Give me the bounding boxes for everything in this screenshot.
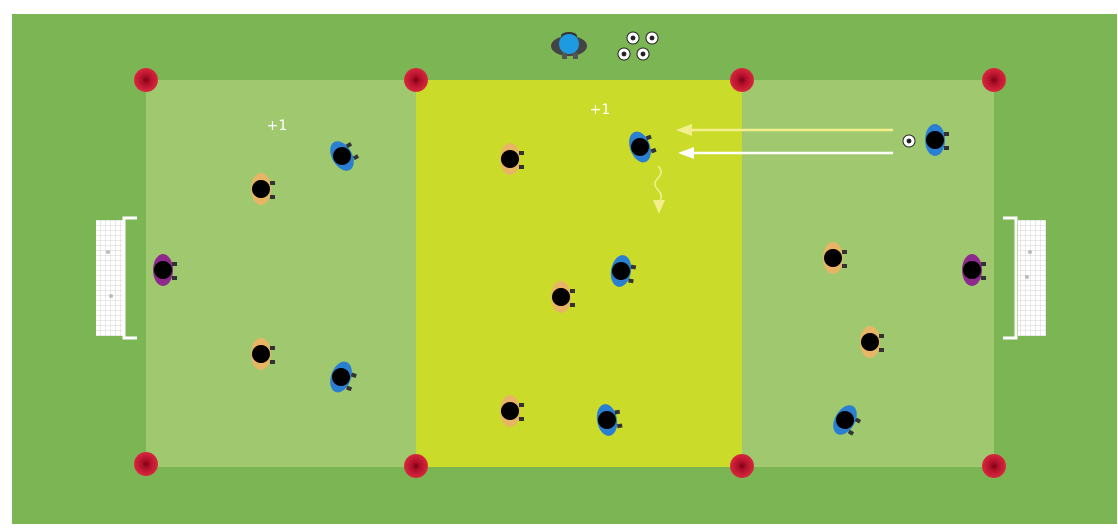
right-zone [742, 80, 994, 467]
cone-icon [404, 68, 428, 92]
middle-zone [416, 80, 742, 467]
left-zone-label: +1 [267, 118, 288, 134]
cone-icon [982, 454, 1006, 478]
cone-icon [404, 454, 428, 478]
cone-icon [134, 68, 158, 92]
cone-icon [982, 68, 1006, 92]
soccer-ball-icon [903, 135, 915, 147]
cone-icon [730, 68, 754, 92]
left-zone [146, 80, 416, 467]
cone-icon [730, 454, 754, 478]
cone-icon [134, 452, 158, 476]
middle-zone-label: +1 [590, 102, 611, 118]
